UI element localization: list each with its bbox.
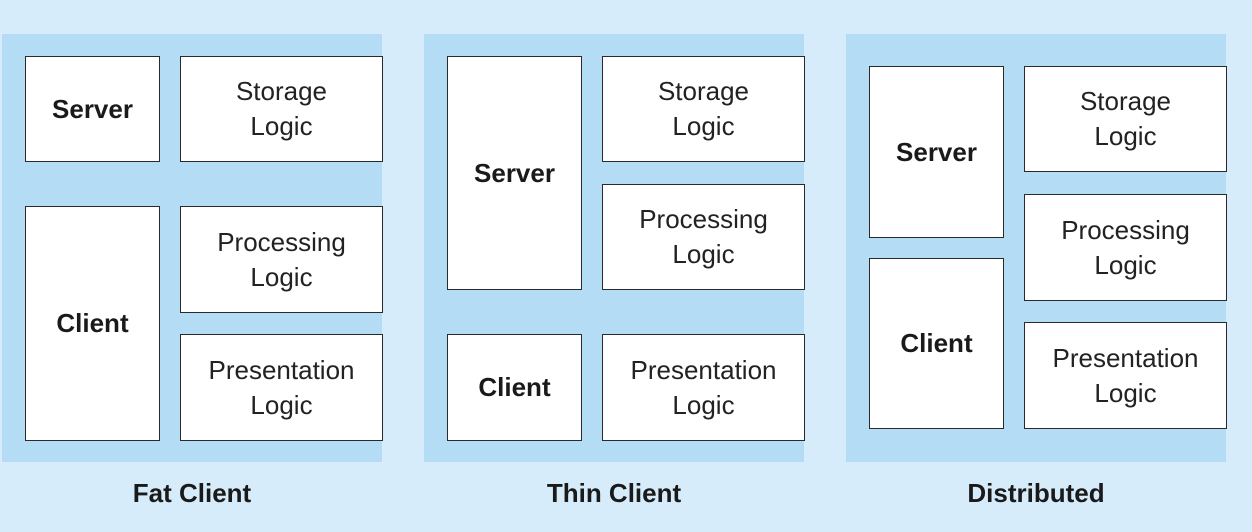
fat-server-box: Server [25, 56, 160, 162]
fat-client-caption: Fat Client [132, 478, 252, 508]
fat-presentation-label: Presentation [208, 354, 355, 385]
dist-storage-label: Storage [1079, 86, 1172, 116]
fat-processing-logic-label: Logic [250, 261, 313, 292]
thin-processing-logic-label: Logic [672, 239, 735, 269]
dist-server-box: Server [869, 66, 1004, 238]
thin-processing-label: Processing [639, 204, 768, 234]
dist-storage-logic-label: Logic [1094, 121, 1157, 151]
thin-presentation-logic-label: Logic [672, 389, 735, 420]
fat-storage-logic-label: Logic [250, 111, 313, 141]
thin-client-label: Client [478, 372, 551, 402]
fat-server-label: Server [52, 93, 133, 124]
thin-storage-label: Storage [657, 76, 750, 106]
fat-presentation-logic-label: Logic [250, 389, 313, 420]
fat-storage-label: Storage [235, 76, 328, 106]
thin-client-caption: Thin Client [546, 478, 682, 508]
dist-presentation-logic-label: Logic [1094, 377, 1157, 408]
thin-client-box: Client [447, 334, 582, 441]
fat-client-label: Client [56, 308, 129, 338]
dist-processing-logic-label: Logic [1094, 249, 1157, 280]
thin-storage-logic-label: Logic [672, 111, 735, 141]
dist-processing-label: Processing [1061, 214, 1190, 245]
thin-presentation-label: Presentation [630, 354, 777, 385]
dist-server-label: Server [896, 136, 977, 167]
distributed-caption: Distributed [967, 478, 1105, 508]
thin-server-box: Server [447, 56, 582, 290]
dist-client-box: Client [869, 258, 1004, 429]
thin-server-label: Server [474, 157, 555, 188]
fat-processing-label: Processing [217, 226, 346, 257]
dist-presentation-label: Presentation [1052, 342, 1199, 373]
dist-client-label: Client [900, 328, 973, 358]
fat-client-box: Client [25, 206, 160, 441]
